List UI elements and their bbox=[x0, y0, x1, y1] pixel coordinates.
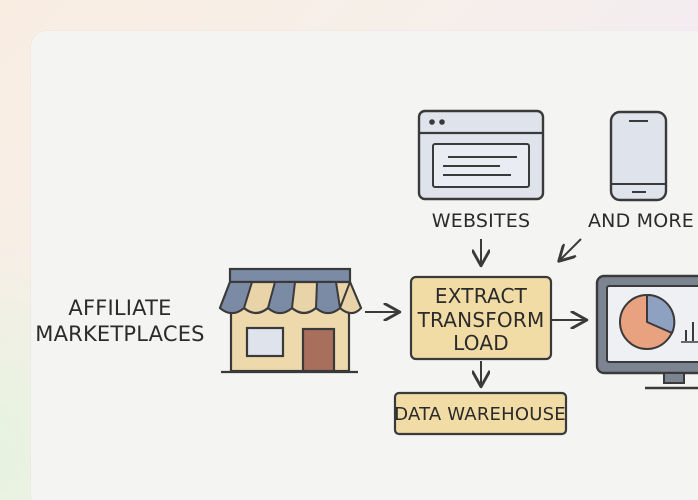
smartphone-icon bbox=[609, 110, 668, 202]
storefront-icon bbox=[218, 267, 363, 374]
affiliate-label-line2: MARKETPLACES bbox=[35, 322, 204, 346]
etl-label-load: LOAD bbox=[453, 331, 509, 355]
diagram-card bbox=[31, 31, 698, 500]
websites-label: WEBSITES bbox=[432, 210, 530, 232]
and-more-label: AND MORE bbox=[588, 210, 694, 232]
affiliate-label-line1: AFFILIATE bbox=[68, 296, 171, 320]
browser-window-icon bbox=[417, 109, 545, 201]
data-warehouse-box: DATA WAREHOUSE bbox=[393, 391, 568, 436]
arrow-and-more-to-etl bbox=[560, 238, 582, 260]
etl-label-transform: TRANSFORM bbox=[417, 308, 545, 332]
etl-label-extract: EXTRACT bbox=[435, 284, 528, 308]
data-warehouse-label: DATA WAREHOUSE bbox=[394, 404, 566, 425]
monitor-dashboard-icon bbox=[595, 274, 698, 390]
etl-box: EXTRACT TRANSFORM LOAD bbox=[409, 275, 553, 361]
